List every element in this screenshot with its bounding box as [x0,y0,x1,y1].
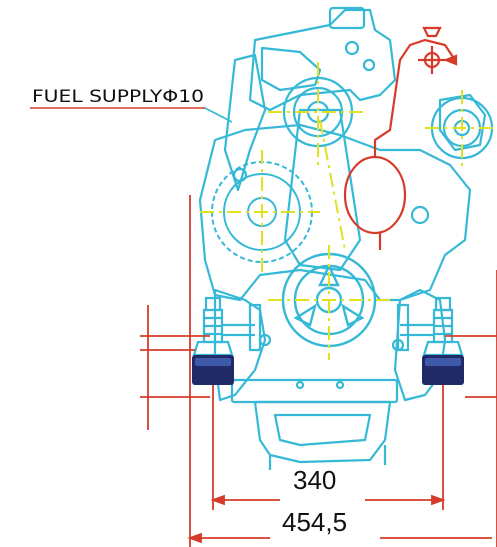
engine-outline [198,6,487,470]
right-engine-mount [396,296,464,385]
dimension-454-label: 454,5 [282,507,347,537]
fuel-supply-label: FUEL SUPPLYΦ10 [32,87,204,107]
dimension-340-label: 340 [293,465,336,495]
left-engine-mount [192,296,262,385]
fuel-system [343,26,458,250]
dimension-lines [140,195,497,547]
centerlines [200,62,497,360]
fuel-supply-callout: FUEL SUPPLYΦ10 [30,87,233,123]
